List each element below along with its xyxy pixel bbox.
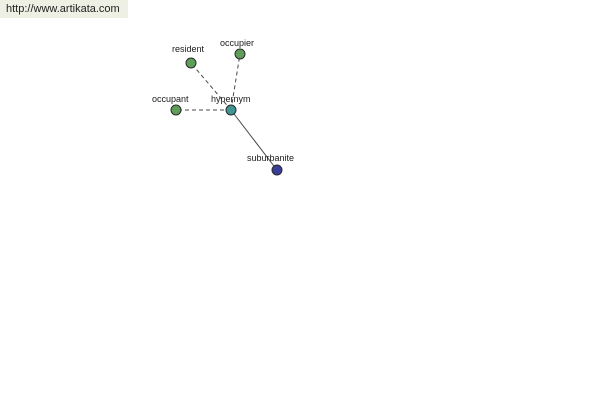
page-url: http://www.artikata.com	[6, 3, 120, 15]
graph-node-label-hypernym[interactable]: hypernym	[211, 94, 251, 104]
address-bar: http://www.artikata.com	[0, 0, 128, 18]
graph-node-label-suburbanite[interactable]: suburbanite	[247, 153, 294, 163]
graph-node-suburbanite[interactable]	[271, 164, 283, 176]
graph-node-resident[interactable]	[185, 57, 197, 69]
graph-node-label-occupier[interactable]: occupier	[220, 38, 254, 48]
graph-node-occupant[interactable]	[170, 104, 182, 116]
graph-edge-hypernym-occupier	[230, 53, 241, 111]
graph-node-label-occupant[interactable]: occupant	[152, 94, 189, 104]
graph-node-hypernym[interactable]	[225, 104, 237, 116]
graph-node-occupier[interactable]	[234, 48, 246, 60]
graph-edge-hypernym-resident	[190, 62, 232, 111]
graph-node-label-resident[interactable]: resident	[172, 44, 205, 54]
graph-edge-hypernym-suburbanite	[230, 109, 278, 171]
